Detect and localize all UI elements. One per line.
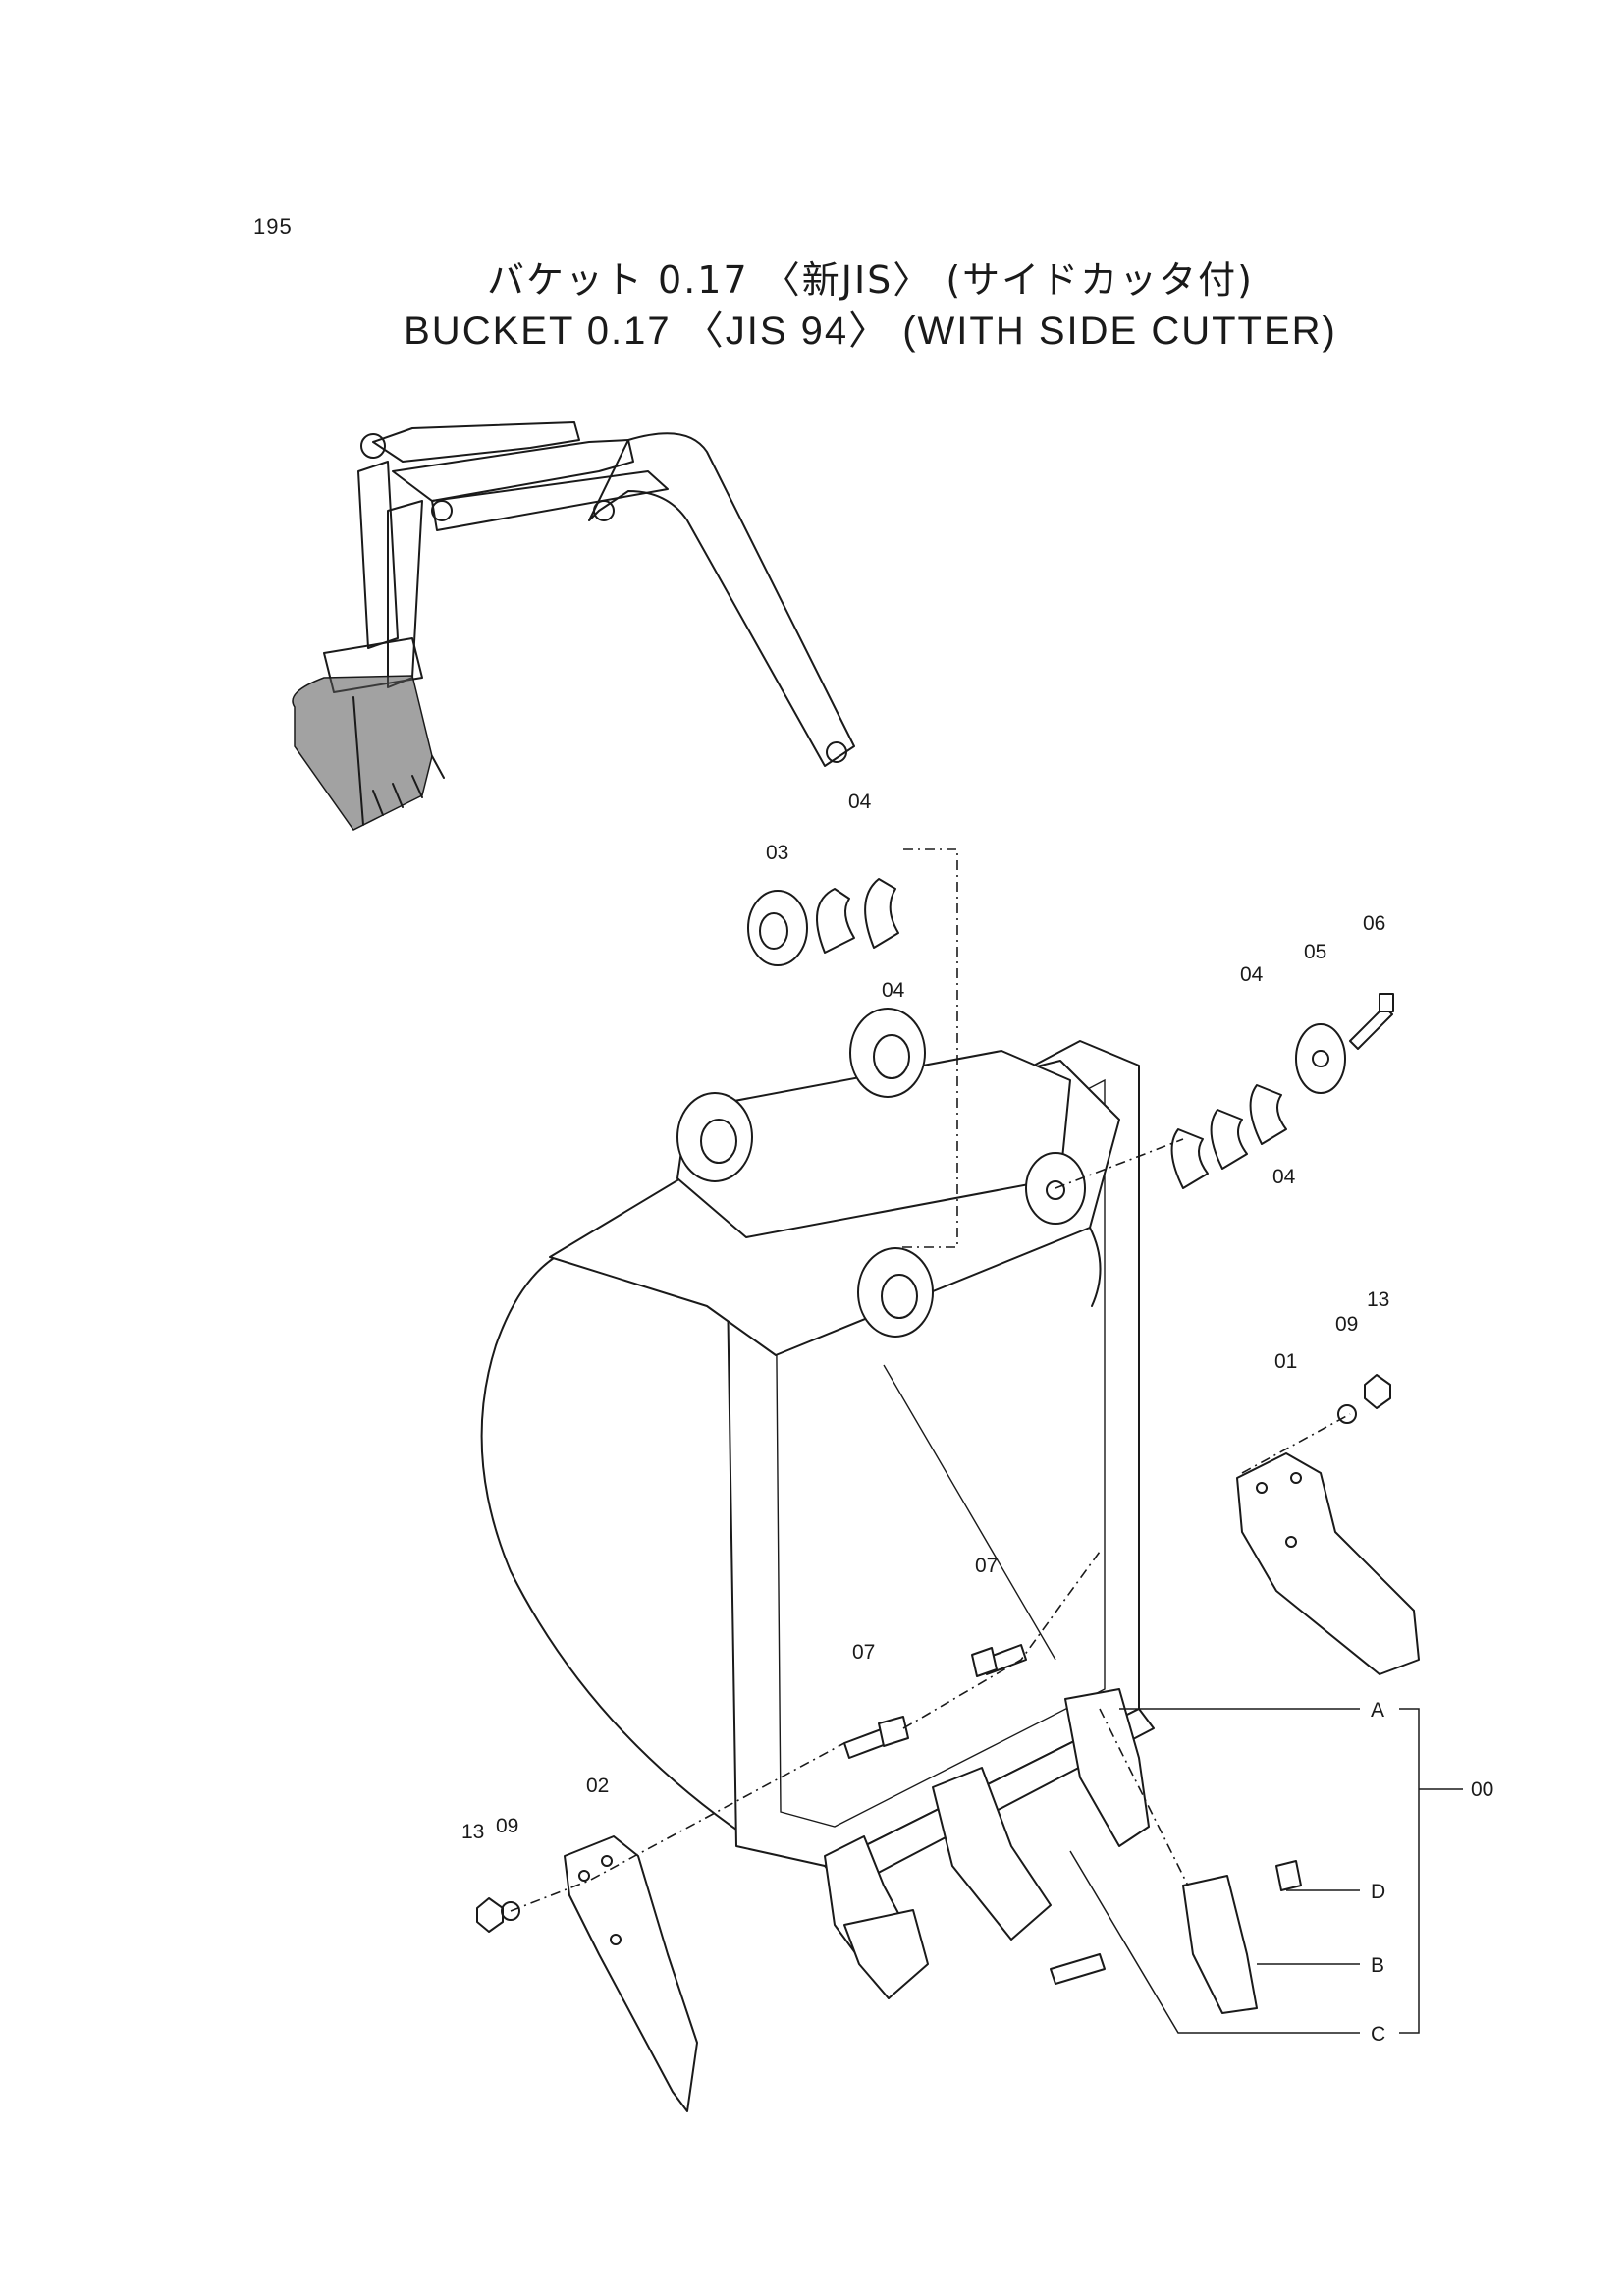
side-cutter-left <box>564 1835 698 2112</box>
callout-07-lower: 07 <box>852 1641 875 1664</box>
callout-04-right-lower: 04 <box>1272 1166 1296 1188</box>
assembly-center-lines <box>510 848 1351 1912</box>
callout-04-lower: 04 <box>882 979 905 1002</box>
callout-labels: 00 01 02 03 04 04 04 04 05 06 07 07 09 0… <box>461 791 1493 2046</box>
title-english: BUCKET 0.17 〈JIS 94〉 (WITH SIDE CUTTER) <box>404 309 1337 353</box>
callout-c: C <box>1371 2023 1385 2046</box>
callout-04-right-upper: 04 <box>1240 963 1264 986</box>
callout-04-upper: 04 <box>848 791 872 813</box>
callout-a: A <box>1371 1699 1384 1722</box>
page-number: 195 <box>253 214 293 239</box>
callout-09-left: 09 <box>496 1815 518 1837</box>
bucket-teeth <box>824 1688 1302 2014</box>
small-parts <box>476 878 1394 1933</box>
group-bracket <box>1069 1708 1463 2034</box>
excavator-arm-illustration <box>292 421 855 831</box>
callout-09-right: 09 <box>1335 1313 1358 1336</box>
bucket-body <box>480 1008 1155 1891</box>
callout-06: 06 <box>1363 912 1385 935</box>
callout-01: 01 <box>1274 1350 1297 1373</box>
side-cutter-right <box>1236 1452 1420 1675</box>
callout-02: 02 <box>586 1775 609 1797</box>
callout-13-right: 13 <box>1367 1288 1389 1311</box>
callout-05: 05 <box>1304 941 1326 963</box>
callout-03: 03 <box>766 842 788 864</box>
callout-00: 00 <box>1471 1778 1493 1801</box>
callout-07-upper: 07 <box>975 1555 998 1577</box>
callout-d: D <box>1371 1881 1385 1903</box>
callout-b: B <box>1371 1954 1384 1977</box>
callout-13-left: 13 <box>461 1821 484 1843</box>
title-japanese: バケット 0.17 〈新JIS〉 (サイドカッタ付) <box>486 258 1255 301</box>
